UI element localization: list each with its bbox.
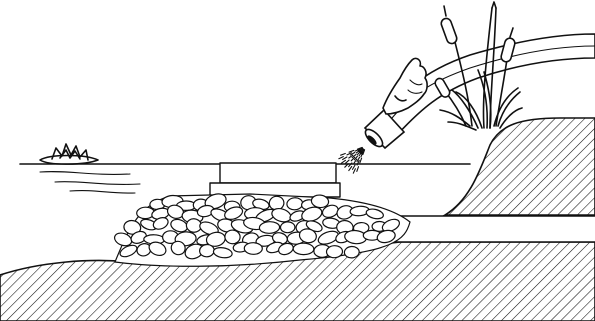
spray-drop xyxy=(339,157,344,159)
water-spray xyxy=(339,147,365,173)
spray-drop xyxy=(353,165,356,169)
spray-drop xyxy=(341,160,345,163)
spray-drop xyxy=(341,154,346,156)
rock xyxy=(293,243,314,255)
spray-drop xyxy=(343,157,347,160)
rock xyxy=(326,245,343,258)
filter-box xyxy=(210,163,340,197)
outlet-pipe xyxy=(392,216,595,242)
rock xyxy=(344,246,360,258)
spray-drop xyxy=(357,167,359,172)
spray-drop xyxy=(349,167,352,171)
spray-drop xyxy=(353,169,355,174)
rock xyxy=(244,243,262,255)
water-lily-icon xyxy=(40,144,98,164)
spray-drop xyxy=(360,158,362,163)
spray-drop xyxy=(349,150,354,152)
rock xyxy=(280,222,295,233)
rock xyxy=(259,221,280,234)
hatched-bank xyxy=(445,118,595,215)
